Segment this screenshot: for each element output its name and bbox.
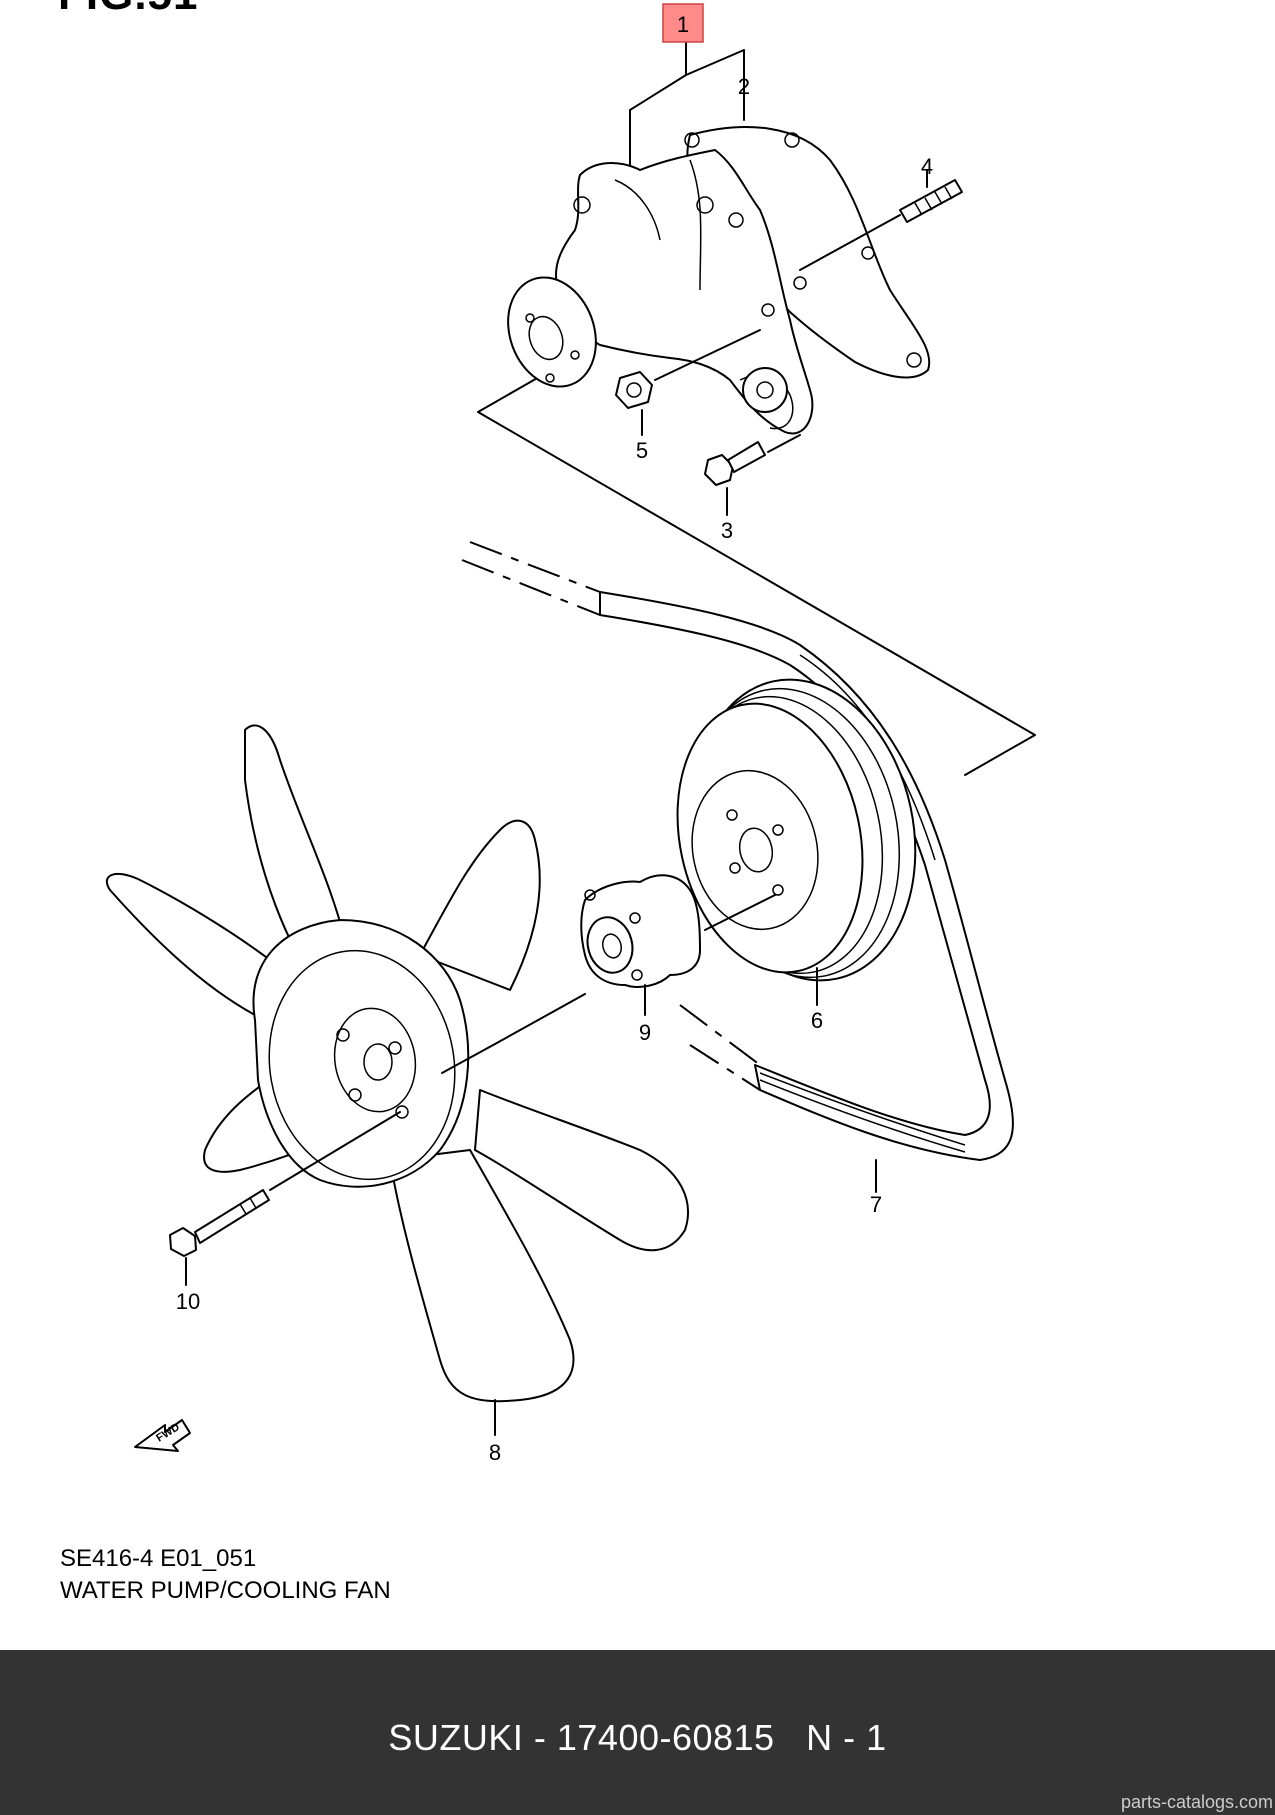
bolt-part-10[interactable] (169, 1111, 401, 1286)
callout-2[interactable]: 2 (738, 74, 750, 99)
watermark: parts-catalogs.com (1120, 1792, 1273, 1812)
callout-1-highlight[interactable] (662, 3, 704, 43)
pulley-part-6[interactable] (654, 659, 943, 1006)
water-pump-part-1[interactable] (493, 149, 814, 435)
figure-title: FIG.51 (58, 0, 199, 20)
callout-labels: 1 2 3 4 5 6 7 8 9 10 (176, 3, 933, 1465)
assembly-bracket (477, 39, 1036, 776)
callout-1[interactable]: 1 (677, 12, 689, 37)
callout-5[interactable]: 5 (636, 438, 648, 463)
stud-bolt-part-4[interactable] (799, 169, 963, 271)
part-number-title: SUZUKI - 17400-60815 N - 1 (388, 1716, 887, 1758)
nut-part-5[interactable] (615, 329, 761, 436)
footer-bar: SUZUKI - 17400-60815 N - 1 (0, 1650, 1275, 1815)
callout-6[interactable]: 6 (811, 1008, 823, 1033)
callout-9[interactable]: 9 (639, 1020, 651, 1045)
exploded-parts-diagram: FWD 1 2 3 4 5 6 7 8 9 10 (105, 3, 1036, 1465)
spacer-part-9[interactable] (580, 874, 776, 1016)
callout-7[interactable]: 7 (870, 1192, 882, 1217)
callout-4[interactable]: 4 (921, 154, 933, 179)
cooling-fan-part-8[interactable] (105, 724, 689, 1436)
fwd-arrow-icon: FWD (134, 1419, 191, 1452)
diagram-code: SE416-4 E01_051 (60, 1545, 257, 1572)
diagram-title: WATER PUMP/COOLING FAN (60, 1577, 391, 1604)
bolt-part-3[interactable] (704, 434, 801, 516)
callout-10[interactable]: 10 (176, 1289, 200, 1314)
callout-8[interactable]: 8 (489, 1440, 501, 1465)
callout-3[interactable]: 3 (721, 518, 733, 543)
